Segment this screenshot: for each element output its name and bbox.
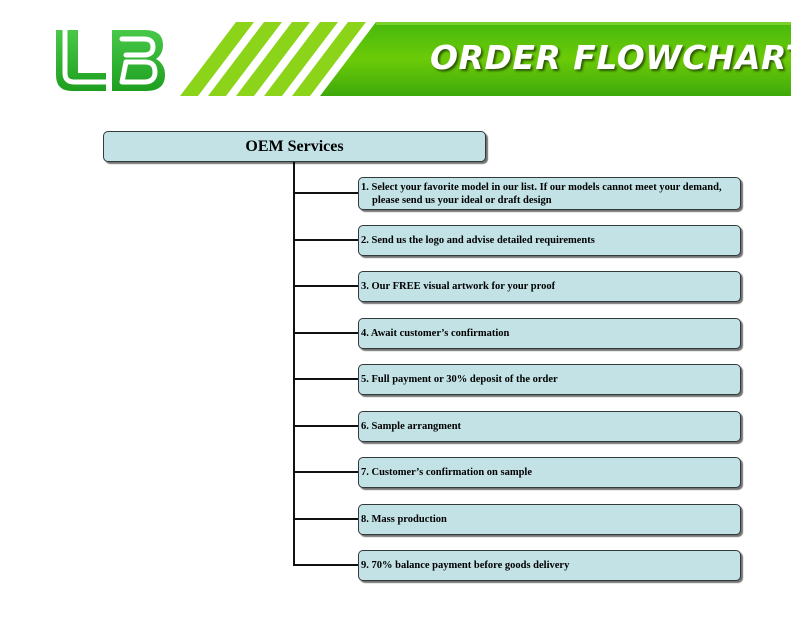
step-node-2: 2. Send us the logo and advise detailed … — [358, 225, 741, 256]
banner-stripe — [236, 22, 310, 96]
step-node-9: 9. 70% balance payment before goods deli… — [358, 550, 741, 581]
page-title: ORDER FLOWCHART — [430, 38, 791, 77]
banner-stripe — [180, 22, 254, 96]
banner-stripe — [208, 22, 282, 96]
step-node-5: 5. Full payment or 30% deposit of the or… — [358, 364, 741, 395]
root-node-label: OEM Services — [245, 137, 344, 155]
step-node-6: 6. Sample arrangment — [358, 411, 741, 442]
step-label: 3. Our FREE visual artwork for your proo… — [361, 281, 556, 292]
step-label: 1. Select your favorite model in our lis… — [361, 182, 722, 206]
step-label: 6. Sample arrangment — [361, 421, 462, 432]
step-label: 4. Await customer’s confirmation — [361, 328, 510, 339]
root-node-oem-services: OEM Services — [103, 131, 486, 162]
step-label: 7. Customer’s confirmation on sample — [361, 467, 532, 478]
banner-body — [320, 22, 791, 96]
step-label: 9. 70% balance payment before goods deli… — [361, 560, 570, 571]
lb-logo — [56, 27, 165, 91]
banner-stripe — [292, 22, 366, 96]
banner-stripe — [264, 22, 338, 96]
step-node-7: 7. Customer’s confirmation on sample — [358, 457, 741, 488]
step-node-1: 1. Select your favorite model in our lis… — [358, 177, 741, 210]
header-banner — [180, 22, 791, 96]
step-label: 2. Send us the logo and advise detailed … — [361, 235, 595, 246]
step-label: 5. Full payment or 30% deposit of the or… — [361, 374, 558, 385]
step-node-4: 4. Await customer’s confirmation — [358, 318, 741, 349]
step-node-3: 3. Our FREE visual artwork for your proo… — [358, 271, 741, 302]
step-node-8: 8. Mass production — [358, 504, 741, 535]
step-label: 8. Mass production — [361, 514, 447, 525]
